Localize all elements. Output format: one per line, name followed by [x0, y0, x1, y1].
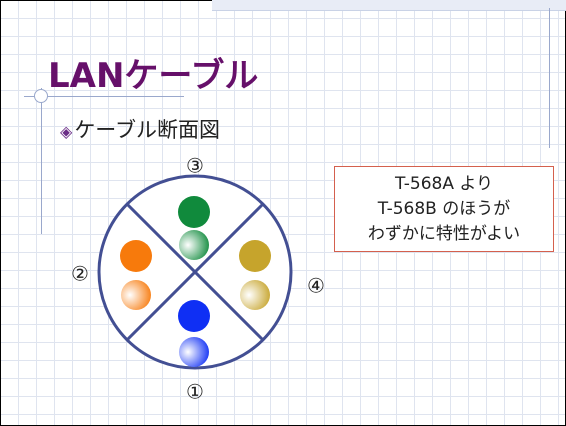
pair-label-bottom: ① [186, 380, 204, 404]
pair-bottom-striped-wire [179, 337, 209, 367]
pair-top-striped-wire [179, 230, 209, 260]
decorative-top-bar [212, 0, 566, 11]
note-line-3: わずかに特性がよい [367, 224, 521, 244]
decorative-horizontal-line [24, 96, 184, 97]
note-box: T-568A より T-568B のほうが わずかに特性がよい [334, 166, 554, 252]
pair-right-solid-wire [239, 240, 271, 272]
note-line-1: T-568A より [394, 174, 494, 194]
pair-left-striped-wire [121, 280, 151, 310]
pair-label-left: ② [71, 262, 89, 286]
pair-top-solid-wire [178, 196, 210, 228]
pair-right-striped-wire [240, 280, 270, 310]
pair-label-right: ④ [307, 274, 325, 298]
decorative-left-line [41, 88, 42, 234]
decorative-circle [34, 89, 48, 103]
note-line-2: T-568B のほうが [377, 199, 511, 219]
pair-left-solid-wire [120, 240, 152, 272]
pair-bottom-solid-wire [178, 300, 210, 332]
slide-title: LANケーブル [48, 56, 259, 96]
bullet-text: ケーブル断面図 [74, 118, 221, 142]
diamond-bullet-icon: ◈ [60, 122, 73, 141]
bullet-item: ◈ケーブル断面図 [60, 114, 220, 144]
decorative-right-line [549, 8, 550, 148]
divider-line-2 [125, 202, 265, 342]
pair-label-top: ③ [186, 154, 204, 178]
